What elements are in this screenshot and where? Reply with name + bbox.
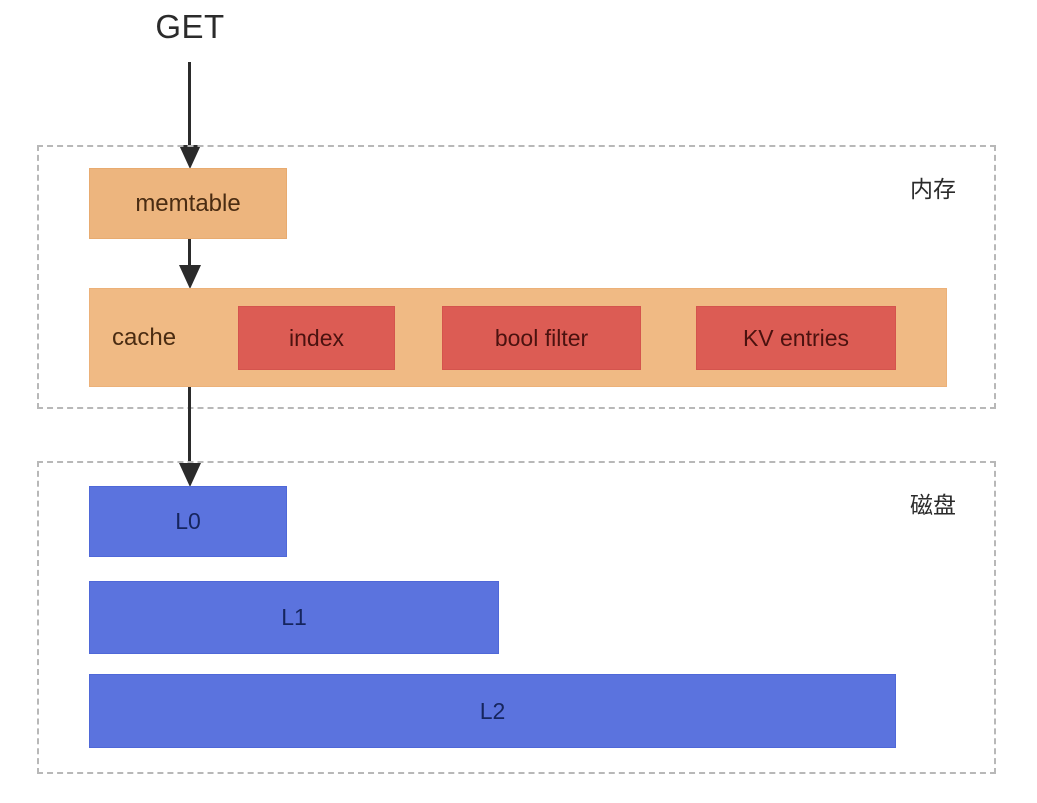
cache-item-bool-filter[interactable]: bool filter <box>442 306 641 370</box>
level-bar-l2[interactable]: L2 <box>89 674 896 748</box>
arrow-head-icon <box>178 145 201 169</box>
cache-label: cache <box>112 323 177 351</box>
cache-item-label: index <box>289 324 344 351</box>
memtable-label: memtable <box>135 189 241 217</box>
cache-item-label: KV entries <box>742 324 850 351</box>
disk-region: 磁盘 <box>37 461 996 774</box>
level-bar-label: L0 <box>175 508 201 534</box>
memory-region: 内存 <box>37 145 996 409</box>
cache-item-index[interactable]: index <box>238 306 395 370</box>
arrow-memtable-to-cache <box>178 239 201 289</box>
level-bar-label: L2 <box>479 697 506 724</box>
arrow-shaft <box>188 387 191 467</box>
arrow-get-to-memtable <box>178 62 201 169</box>
arrow-shaft <box>188 239 191 269</box>
memtable-block[interactable]: memtable <box>89 168 287 239</box>
disk-region-label: 磁盘 <box>910 493 956 519</box>
arrow-cache-to-level0 <box>178 387 201 487</box>
level-bar-l0[interactable]: L0 <box>89 486 287 557</box>
arrow-shaft <box>188 62 191 150</box>
cache-block[interactable]: cache index bool filter KV entries <box>89 288 947 387</box>
level-bar-label: L1 <box>281 604 307 630</box>
cache-item-label: bool filter <box>494 324 589 351</box>
arrow-head-icon <box>178 463 201 487</box>
cache-item-kv-entries[interactable]: KV entries <box>696 306 896 370</box>
memory-region-label: 内存 <box>910 177 956 203</box>
level-bar-l1[interactable]: L1 <box>89 581 499 654</box>
arrow-head-icon <box>178 265 201 289</box>
get-request-label: GET <box>155 8 225 45</box>
